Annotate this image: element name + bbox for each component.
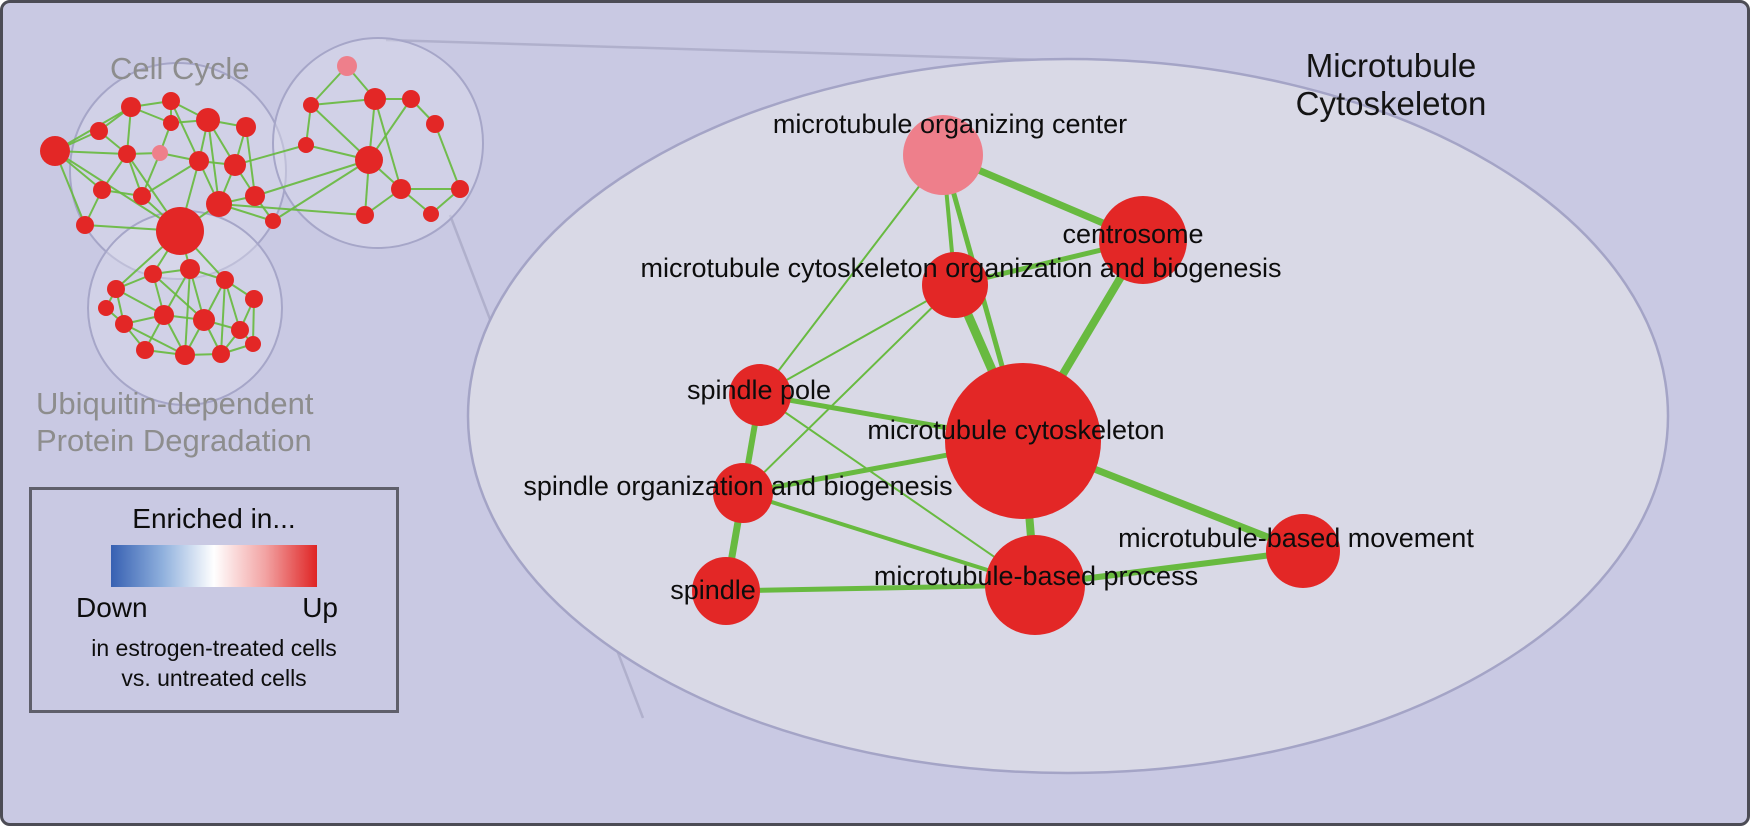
node-spindle_pole <box>729 364 791 426</box>
overview-node-ub13 <box>98 300 114 316</box>
overview-node-cc5 <box>90 122 108 140</box>
overview-edge <box>220 279 226 355</box>
edge-sob-mbp <box>742 491 1036 587</box>
node-label-mbm: microtubule-based movement <box>1118 523 1474 553</box>
overview-node-ub0 <box>107 280 125 298</box>
legend-down-label: Down <box>76 592 148 623</box>
node-mbm <box>1266 514 1340 588</box>
node-moc <box>903 115 983 195</box>
microtubule-text-line2: Cytoskeleton <box>1295 84 1487 122</box>
overview-node-cc10 <box>93 181 111 199</box>
node-spindle <box>692 557 760 625</box>
overview-node-cc6 <box>118 145 136 163</box>
edge-spindle-mbp <box>725 582 1036 594</box>
overview-node-tr9 <box>423 206 439 222</box>
overview-edge <box>434 123 461 190</box>
node-label-moc: microtubule organizing center <box>773 109 1127 139</box>
cell-cycle-text: Cell Cycle <box>110 51 250 86</box>
network-canvas: microtubule organizing center centrosome m… <box>40 37 1670 775</box>
overview-node-ub12 <box>245 336 261 352</box>
legend-box: Enriched in... Down Up in estrogen-treat… <box>29 487 399 713</box>
node-centrosome <box>1099 196 1187 284</box>
overview-node-tr10 <box>451 180 469 198</box>
overview-node-ub8 <box>231 321 249 339</box>
overview-node-cc0 <box>40 136 70 166</box>
overview-node-ub3 <box>216 271 234 289</box>
overview-node-cc8 <box>189 151 209 171</box>
legend-scale-labels: Down Up <box>32 592 396 624</box>
overview-node-ub11 <box>212 345 230 363</box>
overview-node-tr6 <box>355 146 383 174</box>
overview-node-tr1 <box>303 97 319 113</box>
overview-node-ub2 <box>180 259 200 279</box>
overview-edge <box>374 98 402 190</box>
overview-node-ub5 <box>115 315 133 333</box>
overview-node-ub6 <box>154 305 174 325</box>
overview-node-tr8 <box>356 206 374 224</box>
node-mbp <box>985 535 1085 635</box>
legend-caption: in estrogen-treated cells vs. untreated … <box>32 633 396 694</box>
overview-node-cc3 <box>196 108 220 132</box>
overview-node-cc11 <box>133 187 151 205</box>
legend-gradient-bar <box>111 545 317 587</box>
overview-node-ub9 <box>136 341 154 359</box>
node-sob <box>713 463 773 523</box>
overview-node-cc7 <box>152 145 168 161</box>
cluster-label-cell-cycle: Cell Cycle <box>110 51 250 88</box>
overview-node-cc14 <box>245 186 265 206</box>
ubiquitin-text-line1: Ubiquitin-dependent <box>36 386 314 421</box>
overview-node-tr7 <box>391 179 411 199</box>
cluster-label-microtubule-cytoskeleton: Microtubule Cytoskeleton <box>1246 47 1536 123</box>
legend-title: Enriched in... <box>132 503 296 534</box>
overview-node-tr4 <box>426 115 444 133</box>
edge-moc-spindle_pole <box>759 154 944 396</box>
node-mcob <box>922 252 988 318</box>
overview-edge <box>184 268 191 356</box>
overview-node-cc16 <box>265 213 281 229</box>
overview-edge <box>254 159 370 197</box>
cluster-label-ubiquitin: Ubiquitin-dependent Protein Degradation <box>36 386 314 459</box>
node-label-spindle_pole: spindle pole <box>687 375 831 405</box>
node-label-mcob: microtubule cytoskeleton organization an… <box>641 253 1282 283</box>
zoom-connector-line <box>385 38 1079 63</box>
legend-caption-line1: in estrogen-treated cells <box>91 635 337 661</box>
overview-edge <box>152 273 205 321</box>
node-label-centrosome: centrosome <box>1062 219 1203 249</box>
overview-edge <box>234 144 307 166</box>
legend-caption-line2: vs. untreated cells <box>121 665 307 692</box>
overview-node-cc4 <box>236 117 256 137</box>
legend-up-label: Up <box>302 592 338 623</box>
overview-node-ub10 <box>175 345 195 365</box>
edge-mcob-sob <box>742 284 956 494</box>
overview-node-cc9 <box>224 154 246 176</box>
node-label-mbp: microtubule-based process <box>874 561 1198 591</box>
node-mc <box>945 363 1101 519</box>
overview-node-cc1 <box>121 97 141 117</box>
ubiquitin-text-line2: Protein Degradation <box>36 422 312 458</box>
overview-node-tr3 <box>402 90 420 108</box>
overview-edge <box>123 323 186 356</box>
overview-node-ub1 <box>144 265 162 283</box>
overview-edge <box>54 150 181 232</box>
overview-node-ub4 <box>245 290 263 308</box>
microtubule-text-line1: Microtubule <box>1305 47 1477 84</box>
node-label-spindle: spindle <box>670 575 756 605</box>
overview-edge <box>170 100 200 162</box>
overview-node-cc2 <box>162 92 180 110</box>
overview-node-ub7 <box>193 309 215 331</box>
node-label-sob: spindle organization and biogenesis <box>523 471 952 501</box>
overview-edge <box>141 160 200 197</box>
overview-node-tr5 <box>298 137 314 153</box>
overview-node-cc13 <box>206 191 232 217</box>
overview-node-cc17 <box>163 115 179 131</box>
overview-node-tr2 <box>364 88 386 110</box>
cluster-circle-0 <box>69 62 287 280</box>
overview-node-cc12 <box>156 207 204 255</box>
edge-spindle_pole-mbp <box>759 394 1036 586</box>
overview-node-tr0 <box>337 56 357 76</box>
overview-node-cc15 <box>76 216 94 234</box>
node-label-mc: microtubule cytoskeleton <box>867 415 1164 445</box>
overview-edge <box>272 159 370 222</box>
edge-mcob-spindle_pole <box>759 284 956 396</box>
